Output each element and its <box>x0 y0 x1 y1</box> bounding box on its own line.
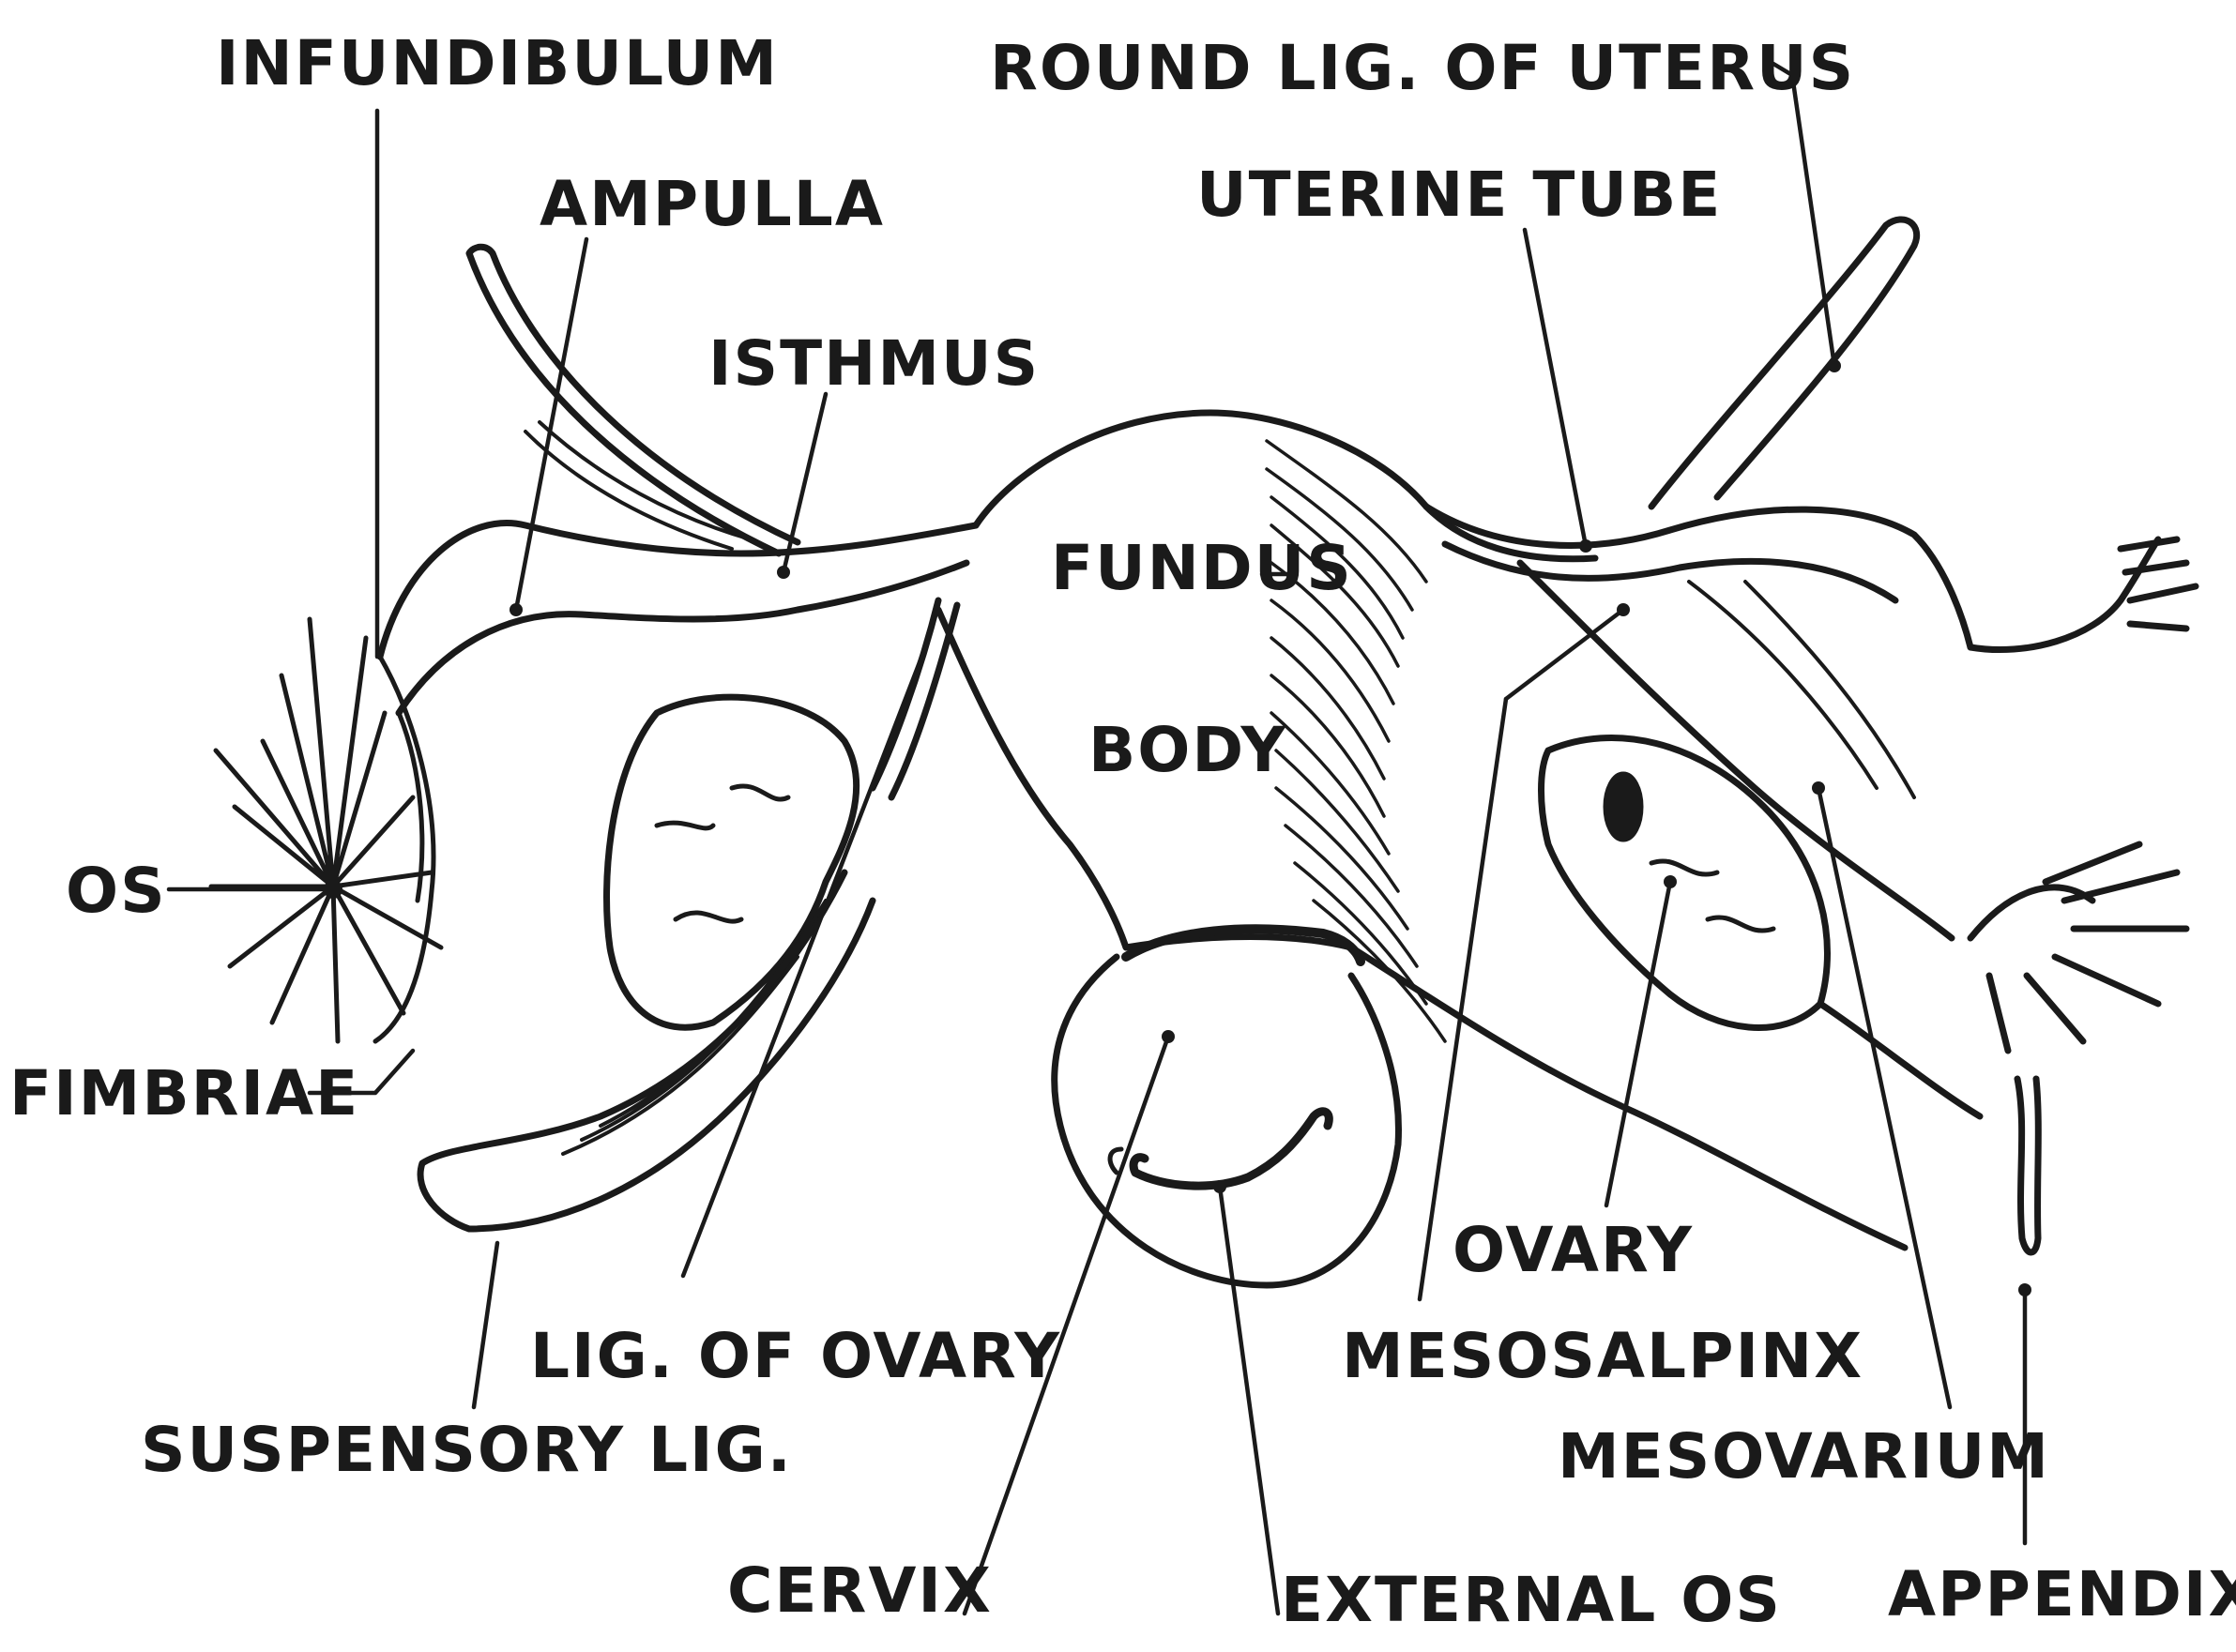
uterus-body <box>935 409 1599 951</box>
mesovarium-sheet <box>1347 559 1984 1251</box>
external-os-opening <box>1129 1107 1333 1190</box>
label-isthmus: ISTHMUS <box>708 327 1040 400</box>
label-fimbriae: FIMBRIAE <box>9 1057 359 1129</box>
label-fundus: FUNDUS <box>1051 532 1353 604</box>
leader-dots <box>324 359 2031 1296</box>
left-ovary <box>603 693 860 1031</box>
label-cervix: CERVIX <box>727 1554 993 1627</box>
leader-mesovarium <box>1816 785 1953 1410</box>
left-uterine-tube <box>376 520 980 717</box>
leader-round-lig <box>1771 61 1837 369</box>
leader-suspensory-lig <box>471 1240 500 1410</box>
leader-mesosalpinx-2 <box>1503 607 1626 702</box>
leader-external-os <box>1217 1184 1281 1616</box>
label-ampulla: AMPULLA <box>540 168 885 240</box>
leader-ovary <box>1604 879 1673 1208</box>
label-os: OS <box>66 855 167 927</box>
cervix-ring <box>1051 953 1402 1289</box>
right-ovary <box>1538 735 1831 1031</box>
right-round-ligament <box>1648 216 1921 510</box>
label-body: BODY <box>1088 714 1287 786</box>
label-suspensory-lig: SUSPENSORY LIG. <box>141 1414 793 1486</box>
fundus-hatching <box>1265 439 1447 1043</box>
leader-cervix <box>962 1034 1171 1616</box>
leader-mesosalpinx <box>1417 696 1509 1302</box>
label-infundibulum: INFUNDIBULUM <box>216 27 779 99</box>
right-uterine-tube <box>1422 503 1974 651</box>
leader-lig-ovary <box>680 635 932 1279</box>
label-mesosalpinx: MESOSALPINX <box>1342 1320 1863 1392</box>
label-round-lig: ROUND LIG. OF UTERUS <box>990 32 1855 104</box>
appendix-structure <box>2014 1075 2042 1256</box>
left-fimbriae <box>208 616 444 1044</box>
label-lig-ovary: LIG. OF OVARY <box>530 1320 1061 1392</box>
label-ovary: OVARY <box>1453 1214 1694 1286</box>
left-round-ligament <box>465 243 801 557</box>
right-fimbriae <box>1967 536 2199 1054</box>
leader-ampulla <box>513 236 589 613</box>
label-mesovarium: MESOVARIUM <box>1558 1420 2050 1493</box>
leader-fimbriae <box>307 1048 416 1096</box>
leader-isthmus <box>781 391 829 575</box>
label-appendix: APPENDIX <box>1888 1558 2236 1630</box>
label-external-os: EXTERNAL OS <box>1281 1564 1782 1636</box>
leader-uterine-tube <box>1522 227 1589 549</box>
leader-lines <box>166 61 2028 1616</box>
labels: INFUNDIBULUM ROUND LIG. OF UTERUS AMPULL… <box>9 27 2236 1636</box>
label-uterine-tube: UTERINE TUBE <box>1196 159 1722 231</box>
